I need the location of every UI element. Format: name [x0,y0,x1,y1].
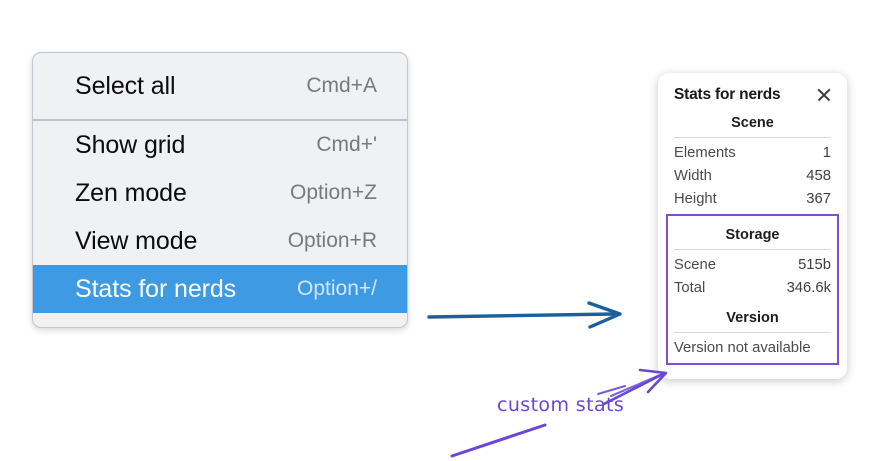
stats-panel-title: Stats for nerds [674,86,781,103]
stats-row-value: 346.6k [786,279,831,296]
stats-row-key: Width [674,167,712,184]
stats-row-width: Width 458 [674,164,831,187]
menu-item-zen-mode[interactable]: Zen mode Option+Z [33,169,407,217]
menu-top-padding [33,53,407,62]
menu-bottom-padding [33,313,407,327]
menu-item-label: Zen mode [75,178,187,207]
annotation-label-custom-stats: custom stats [497,394,625,416]
section-divider [674,249,831,250]
menu-group-1: Select all Cmd+A [33,62,407,110]
stats-panel-body: Scene Elements 1 Width 458 Height 367 St… [658,104,847,365]
menu-item-label: Stats for nerds [75,274,237,303]
stats-row-key: Elements [674,144,736,161]
stats-row-height: Height 367 [674,187,831,210]
menu-item-shortcut: Option+Z [290,181,377,204]
stats-section-storage: Storage Scene 515b Total 346.6k [674,216,831,299]
section-heading-scene: Scene [731,115,774,131]
menu-item-select-all[interactable]: Select all Cmd+A [33,62,407,110]
menu-item-label: Show grid [75,130,186,159]
section-divider [674,332,831,333]
menu-item-show-grid[interactable]: Show grid Cmd+' [33,121,407,169]
menu-item-stats-for-nerds[interactable]: Stats for nerds Option+/ [33,265,407,313]
stats-row-value: 367 [806,190,831,207]
stats-panel-titlebar: Stats for nerds [658,83,847,104]
stats-section-scene: Scene Elements 1 Width 458 Height 367 [674,104,831,210]
section-heading-version: Version [726,310,779,326]
section-divider [674,137,831,138]
menu-item-label: Select all [75,71,176,100]
close-icon[interactable] [815,86,833,104]
menu-item-shortcut: Cmd+A [306,74,377,97]
section-heading-storage: Storage [725,227,780,243]
stats-row-elements: Elements 1 [674,141,831,164]
stats-row-value: 458 [806,167,831,184]
stats-section-version: Version Version not available [674,299,831,357]
stats-row-key: Total [674,279,706,296]
purple-accent-stroke [597,385,626,395]
stats-for-nerds-panel: Stats for nerds Scene Elements 1 Width 4… [658,73,847,379]
menu-item-label: View mode [75,226,198,255]
menu-separator [33,119,407,121]
menu-item-view-mode[interactable]: View mode Option+R [33,217,407,265]
stats-row-value: 1 [822,144,831,161]
purple-underline-stroke [450,423,547,458]
menu-item-shortcut: Option+/ [297,277,377,300]
stats-row-value: 515b [798,256,831,273]
stats-row-storage-total: Total 346.6k [674,276,831,299]
custom-stats-highlight-box: Storage Scene 515b Total 346.6k Version … [666,214,839,365]
stats-row-storage-scene: Scene 515b [674,253,831,276]
menu-item-shortcut: Cmd+' [316,133,377,156]
stats-row-key: Height [674,190,717,207]
context-menu: Select all Cmd+A Show grid Cmd+' Zen mod… [32,52,408,328]
stats-row-key: Scene [674,256,716,273]
menu-group-2: Show grid Cmd+' Zen mode Option+Z View m… [33,121,407,313]
version-not-available-text: Version not available [674,340,811,356]
menu-item-shortcut: Option+R [287,229,377,252]
blue-arrow-menu-to-panel [427,301,622,329]
